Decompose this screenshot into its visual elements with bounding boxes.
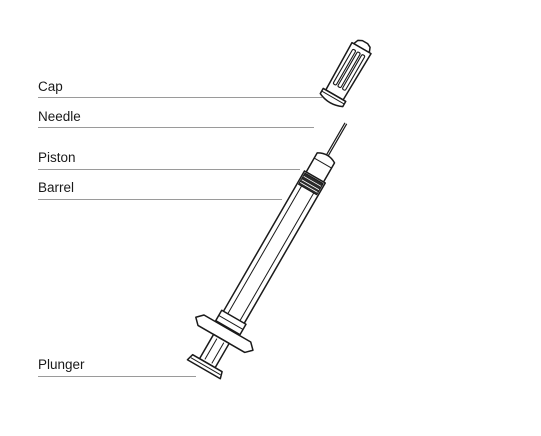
needle-shape xyxy=(324,122,348,159)
label-piston: Piston xyxy=(38,150,76,165)
label-cap: Cap xyxy=(38,79,63,94)
cap-shape xyxy=(319,39,372,108)
label-plunger: Plunger xyxy=(38,357,85,372)
label-barrel: Barrel xyxy=(38,180,75,195)
barrel-shape xyxy=(218,170,327,331)
piston-shape xyxy=(298,172,324,196)
label-needle: Needle xyxy=(38,109,81,124)
leader-lines xyxy=(38,97,322,377)
syringe-body xyxy=(186,122,348,380)
plunger-shape xyxy=(186,333,230,380)
